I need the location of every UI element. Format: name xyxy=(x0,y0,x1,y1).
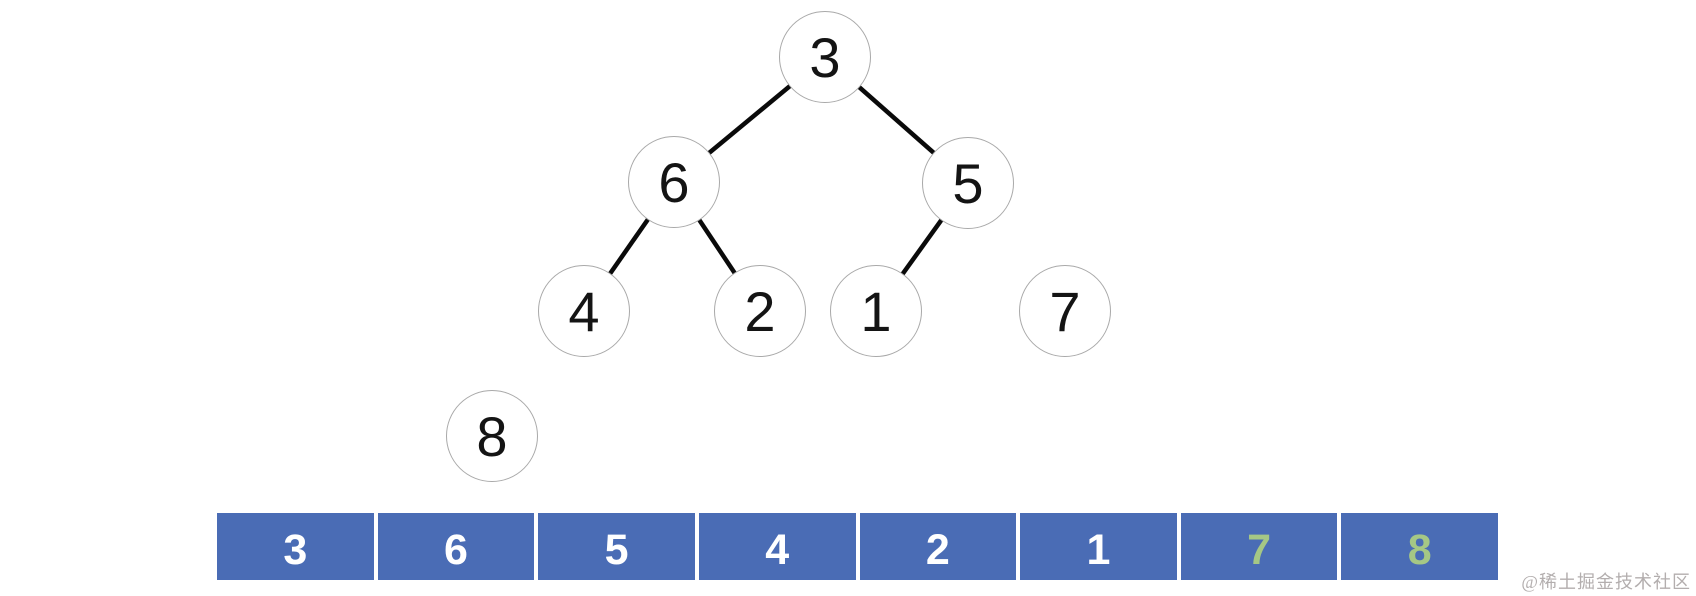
tree-node-4: 4 xyxy=(538,265,630,357)
array-cell-6: 7 xyxy=(1180,513,1338,580)
tree-node-6: 6 xyxy=(628,136,720,228)
array-cell-4: 2 xyxy=(859,513,1017,580)
array-cell-3: 4 xyxy=(698,513,856,580)
array-cell-2: 5 xyxy=(538,513,695,580)
tree-node-8: 8 xyxy=(446,390,538,482)
watermark: @稀土掘金技术社区 xyxy=(1521,572,1691,592)
tree-node-7: 7 xyxy=(1019,265,1111,357)
tree-node-2: 2 xyxy=(714,265,806,357)
array-cell-0: 3 xyxy=(217,513,374,580)
tree-node-3: 3 xyxy=(779,11,871,103)
tree-node-5: 5 xyxy=(922,137,1014,229)
tree-node-1: 1 xyxy=(830,265,922,357)
array-cell-7: 8 xyxy=(1341,513,1498,580)
array-cell-1: 6 xyxy=(377,513,535,580)
array-cell-5: 1 xyxy=(1020,513,1177,580)
